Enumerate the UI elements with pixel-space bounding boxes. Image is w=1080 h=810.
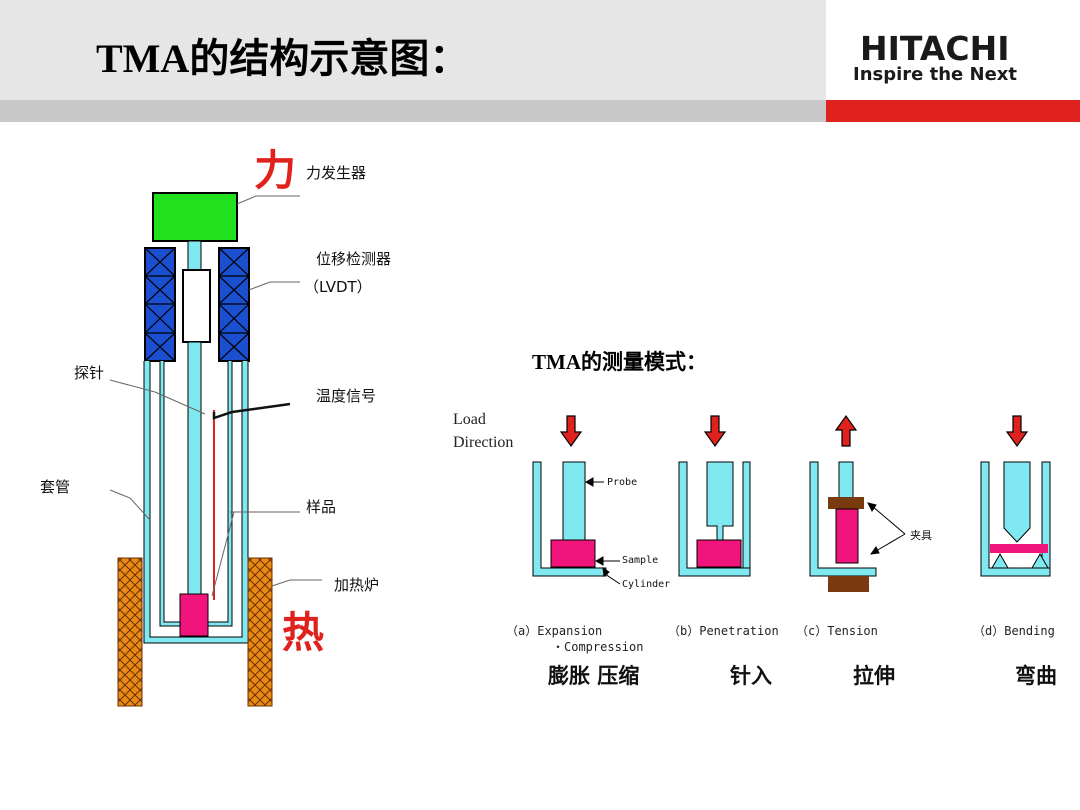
arrow-down-b [703,415,727,448]
hitachi-logo: HITACHI [860,29,1010,68]
arrow-down-d [1005,415,1029,448]
mode-tension [809,461,877,592]
load-direction-label: Load Direction [453,408,513,454]
label-furnace: 加热炉 [334,576,380,594]
logo-tagline: Inspire the Next [853,64,1018,85]
logo-red-bar [826,100,1080,122]
load-direction-line2: Direction [453,434,514,451]
temperature-signal-wire [212,402,291,420]
heat-symbol: 热 [282,608,325,657]
probe-rod [187,341,202,596]
label-sleeve: 套管 [40,478,71,496]
furnace-left [117,557,143,707]
callout-sample: Sample [622,555,659,566]
label-temperature-signal: 温度信号 [316,387,377,405]
probe-rod-top [187,240,202,272]
label-sample: 样品 [306,498,337,516]
callout-cylinder: Cylinder [622,579,671,590]
caption-expansion: （a）Expansion [506,624,603,638]
arrow-down-a [559,415,583,448]
force-symbol: 力 [254,146,297,195]
caption-compression: ・Compression [552,640,644,654]
header-underline [0,100,826,122]
arrow-up-c [834,414,858,447]
mode-bending [980,461,1051,577]
label-force-generator: 力发生器 [306,164,367,182]
mode-penetration [678,461,751,577]
label-probe: 探针 [74,364,105,382]
sample-block [179,593,209,637]
callout-arrows [584,477,906,585]
caption-tension: （c）Tension [796,624,878,638]
lvdt-coil-left [144,247,176,362]
caption-penetration: （b）Penetration [668,624,779,638]
callout-probe: Probe [607,477,638,488]
cn-expansion-compression: 膨胀 压缩 [548,664,640,688]
label-lvdt: （LVDT） [304,278,372,296]
page-title: TMA的结构示意图： [96,36,470,81]
mode-expansion [532,461,607,577]
modes-title: TMA的测量模式： [532,350,707,374]
sleeve-tube [144,361,248,643]
caption-bending: （d）Bending [973,624,1055,638]
load-direction-line1: Load [453,411,486,428]
cn-penetration: 针入 [730,664,772,688]
callout-clamp: 夹具 [910,529,932,542]
furnace-right [247,557,273,707]
leader-lines [109,195,322,597]
lvdt-coil-right [218,247,250,362]
cn-bending: 弯曲 [1015,664,1057,688]
header-bar [0,0,826,100]
force-generator-block [152,192,238,242]
lvdt-core [182,269,211,343]
cn-tension: 拉伸 [853,664,895,688]
label-displacement-detector: 位移检测器 [316,250,392,268]
